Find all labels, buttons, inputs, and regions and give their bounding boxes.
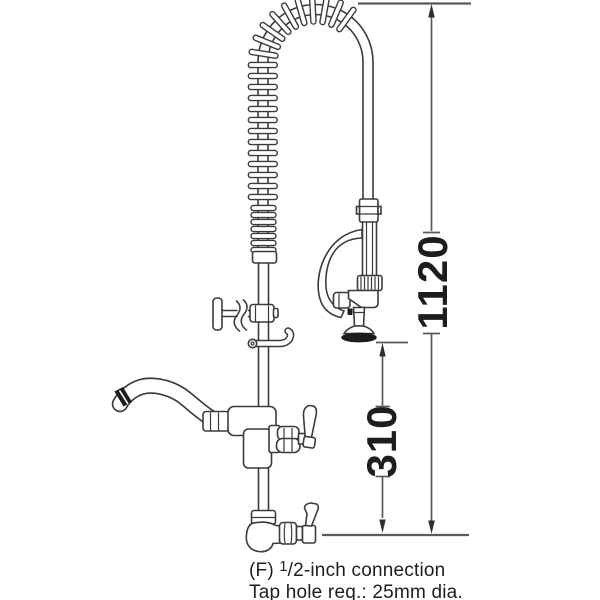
- caption-line1: (F) 1/2-inch connection: [249, 558, 463, 583]
- pipe-break-icon: [240, 299, 248, 331]
- supply-elbow: [245, 521, 282, 553]
- dimension-arrow-up-icon: [379, 343, 386, 357]
- spray-face: [341, 332, 377, 343]
- bonnet: [275, 437, 301, 454]
- dimension-value-total-height: 1120: [409, 234, 456, 329]
- riser-pipe: [257, 262, 270, 514]
- hanger-hook: [247, 327, 295, 349]
- supply-lever: [303, 502, 320, 527]
- faucet-lever: [302, 404, 318, 443]
- caption-line1-rest: /2-inch connection: [287, 560, 446, 581]
- supply-assembly: [245, 502, 320, 553]
- caption-line1-prefix: (F): [249, 560, 280, 581]
- spray-valve: [317, 198, 383, 343]
- swing-spout: [111, 377, 223, 429]
- spout-nut: [202, 410, 230, 432]
- dimension-1120: 1120: [358, 2, 471, 534]
- pipe-break-icon: [233, 300, 241, 332]
- dimension-arrow-up-icon: [428, 4, 435, 18]
- spray-valve-handle: [317, 228, 363, 319]
- hose-ferrule: [251, 250, 278, 264]
- dimension-value-spray-height: 310: [358, 404, 405, 477]
- caption-line1-superscript: 1: [279, 558, 288, 575]
- spring-coil: [247, 0, 357, 254]
- caption-line2: Tap hole req.: 25mm dia.: [249, 581, 463, 600]
- faucet-body: [202, 404, 318, 469]
- supply-nut: [278, 521, 298, 545]
- dimension-arrow-down-icon: [379, 519, 386, 533]
- dimension-arrow-down-icon: [428, 520, 435, 534]
- wall-bracket: [212, 297, 279, 332]
- caption: (F) 1/2-inch connection Tap hole req.: 2…: [249, 558, 463, 600]
- dimension-310: 310: [358, 341, 408, 533]
